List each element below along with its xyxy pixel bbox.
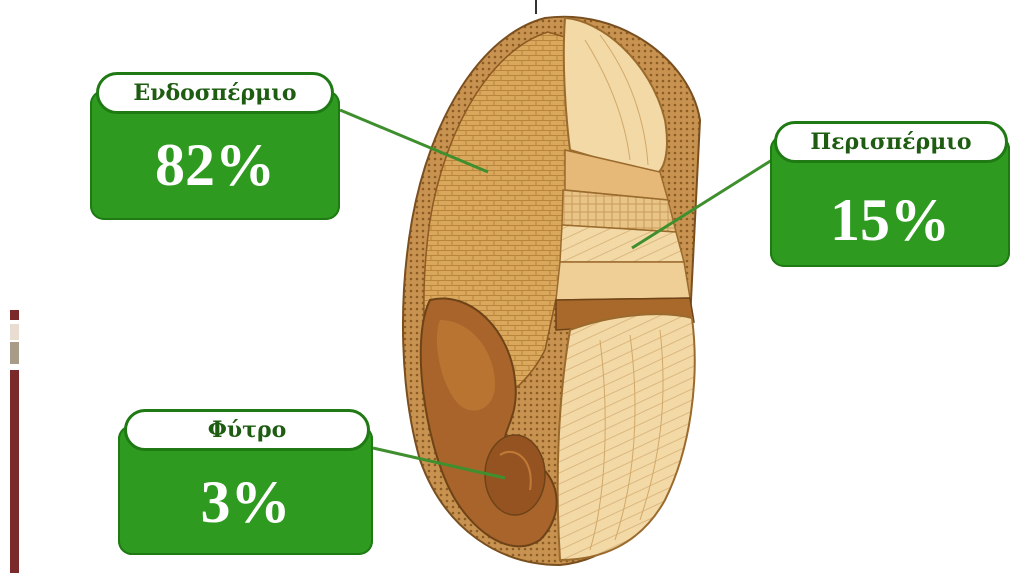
perisperm-layer-4 bbox=[556, 262, 690, 300]
germ-label: Φύτρο bbox=[124, 409, 370, 451]
germ-callout: Φύτρο 3% bbox=[118, 425, 373, 555]
endosperm-label: Ενδοσπέρμιο bbox=[96, 72, 334, 114]
husk-top bbox=[564, 18, 667, 175]
germ-percentage: 3% bbox=[118, 467, 373, 537]
perisperm-label: Περισπέρμιο bbox=[774, 121, 1008, 163]
perisperm-percentage: 15% bbox=[770, 185, 1010, 255]
perisperm-callout: Περισπέρμιο 15% bbox=[770, 135, 1010, 267]
left-edge-bar bbox=[10, 310, 19, 573]
endosperm-percentage: 82% bbox=[90, 130, 340, 200]
endosperm-callout: Ενδοσπέρμιο 82% bbox=[90, 90, 340, 220]
husk-bottom bbox=[558, 314, 695, 560]
